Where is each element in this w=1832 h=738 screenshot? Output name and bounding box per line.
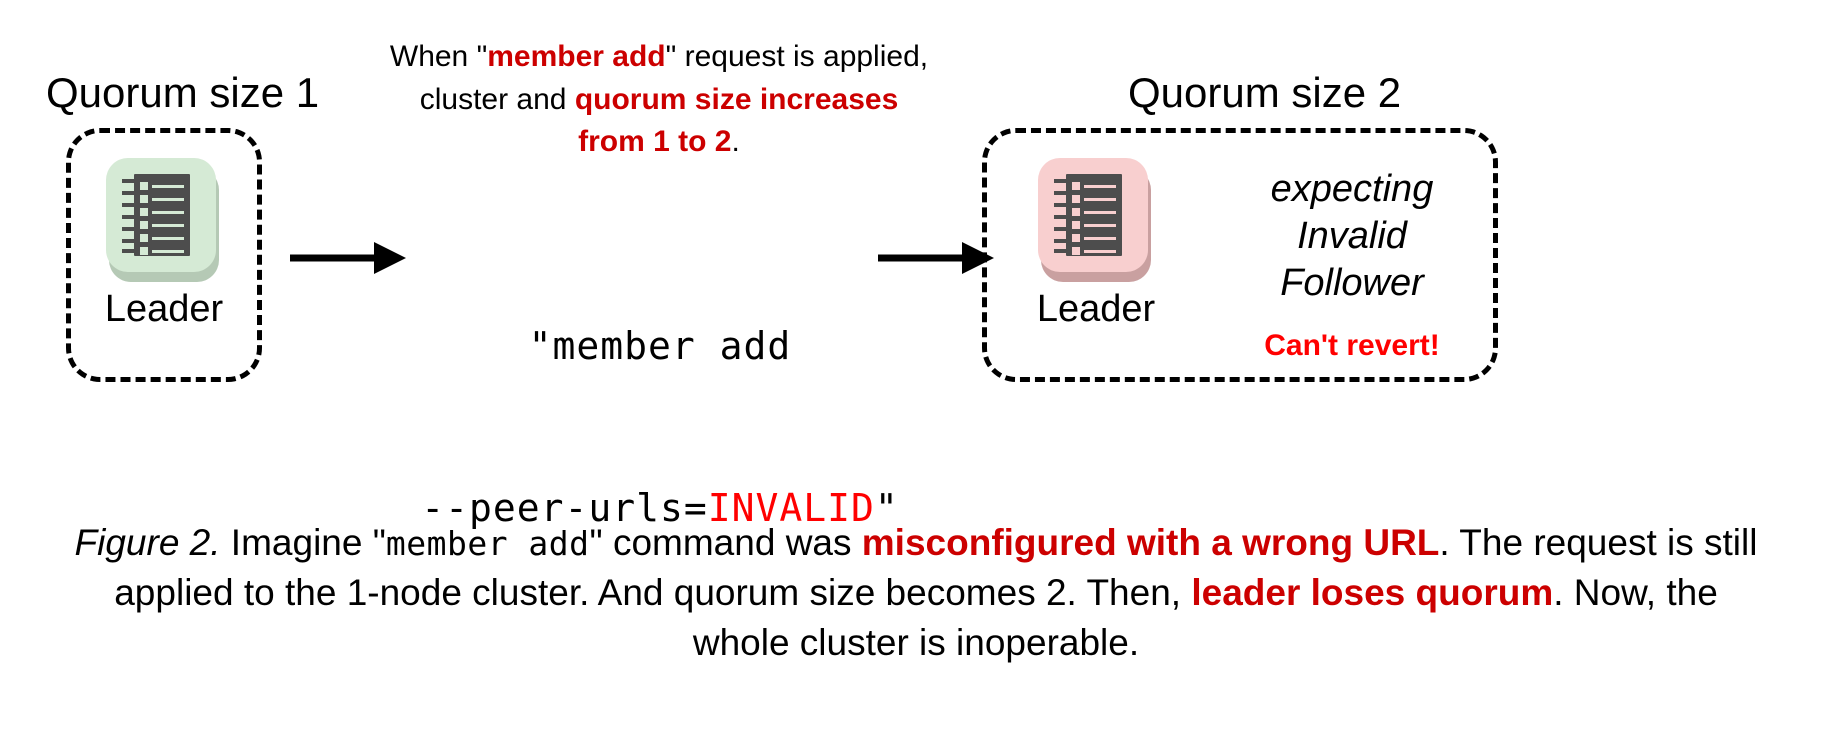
node-label-right: Leader [1036, 288, 1156, 330]
top-annotation-line-3: from 1 to 2. [352, 121, 966, 164]
top-annotation-text-when: When " [389, 40, 488, 73]
server-rack-icon-right [1038, 158, 1154, 282]
caption-emphasis-leader-loses-quorum: leader loses quorum [1191, 571, 1554, 613]
node-label-left: Leader [104, 288, 224, 330]
arrow-right-icon-2 [878, 242, 994, 274]
status-line-follower: Follower [1280, 262, 1424, 305]
status-line-expecting: expecting [1270, 168, 1434, 210]
cluster-box-left [66, 128, 262, 382]
server-rack-glyph-left [122, 174, 190, 256]
arrow-right-icon-1 [290, 242, 406, 274]
top-annotation-emphasis-member-add: member add [487, 40, 666, 73]
node-left: Leader [88, 158, 240, 328]
top-annotation-text-request-applied: " request is applied, [665, 40, 929, 73]
server-rack-icon-left [106, 158, 222, 282]
server-rack-glyph-right [1054, 174, 1122, 256]
status-line-invalid: Invalid [1297, 215, 1407, 258]
caption-seg-2: " command was [589, 522, 862, 563]
caption-seg-4: . Now, the whole cluster is inoperable. [692, 571, 1718, 663]
status-warning-cant-revert: Can't revert! [1264, 329, 1440, 363]
figure-number: Figure 2. [74, 522, 221, 563]
top-annotation-emphasis-quorum-increases: quorum size increases [574, 82, 899, 116]
caption-command-mono: member add [385, 524, 590, 563]
top-annotation: When "member add" request is applied, cl… [352, 36, 966, 164]
command-value-invalid: INVALID [707, 485, 875, 530]
caption-seg-1: Imagine " [220, 522, 386, 563]
stage-left-heading: Quorum size 1 [46, 69, 320, 116]
stage-right-heading: Quorum size 2 [1128, 69, 1402, 116]
top-annotation-line-1: When "member add" request is applied, [352, 36, 966, 79]
top-annotation-text-period: . [731, 125, 740, 159]
top-annotation-text-cluster-and: cluster and [419, 82, 575, 116]
top-annotation-emphasis-from-1-to-2: from 1 to 2 [578, 125, 732, 159]
top-annotation-line-2: cluster and quorum size increases [352, 79, 966, 122]
figure-caption: Figure 2. Imagine "member add" command w… [70, 518, 1762, 668]
command-flag-peer-urls: --peer-urls= [421, 485, 708, 530]
cluster-box-right [982, 128, 1498, 382]
node-right: Leader [1020, 158, 1172, 328]
caption-emphasis-misconfigured: misconfigured with a wrong URL [861, 522, 1440, 563]
status-block: expecting Invalid Follower Can't revert! [1218, 166, 1486, 363]
command-line-2: --peer-urls=INVALID" [420, 482, 900, 536]
command-text: "member add --peer-urls=INVALID" [420, 212, 900, 644]
command-closing-quote: " [874, 485, 899, 530]
caption-seg-3: . The request is still applied to the 1-… [114, 522, 1758, 613]
command-line-1: "member add [528, 323, 792, 368]
